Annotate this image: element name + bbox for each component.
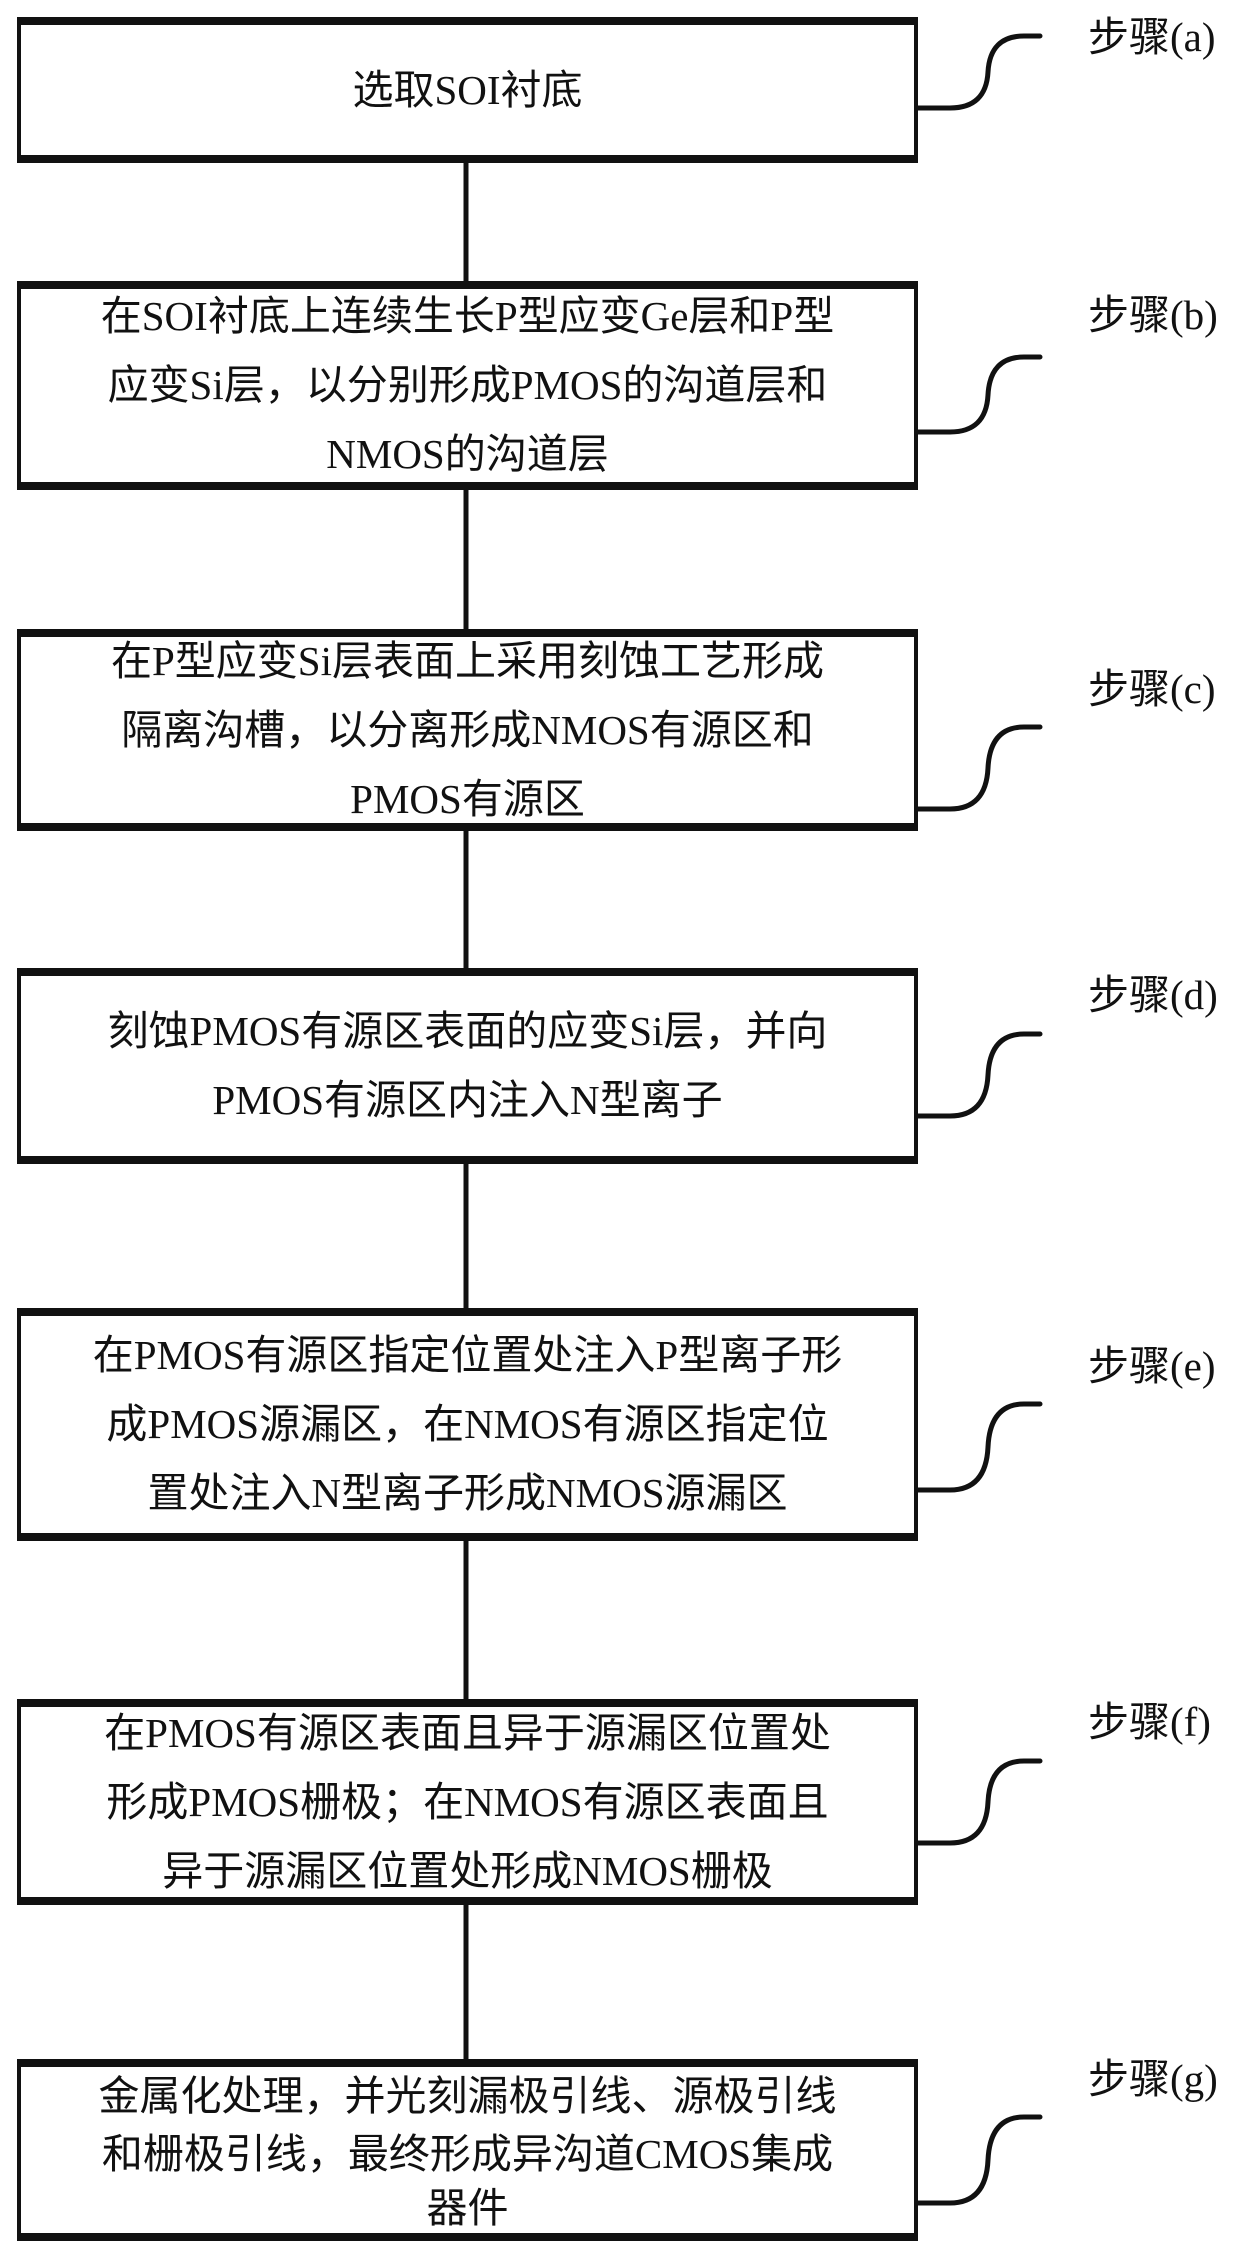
brace-g xyxy=(915,2114,1043,2206)
step-g-box: 金属化处理，并光刻漏极引线、源极引线 和栅极引线，最终形成异沟道CMOS集成 器… xyxy=(17,2059,918,2241)
step-text-line: 和栅极引线，最终形成异沟道CMOS集成 xyxy=(101,2131,834,2177)
step-text-line: 在PMOS有源区指定位置处注入P型离子形 xyxy=(92,1332,843,1378)
step-text-line: PMOS有源区 xyxy=(350,775,585,822)
brace-b xyxy=(915,354,1043,435)
step-f-box: 在PMOS有源区表面且异于源漏区位置处 形成PMOS栅极；在NMOS有源区表面且… xyxy=(17,1699,918,1905)
step-text-line: 在PMOS有源区表面且异于源漏区位置处 xyxy=(104,1709,831,1756)
brace-d xyxy=(915,1031,1043,1119)
step-text-line: 在P型应变Si层表面上采用刻蚀工艺形成 xyxy=(111,637,824,684)
step-b-label: 步骤(b) xyxy=(1088,292,1218,338)
brace-e xyxy=(915,1401,1043,1493)
brace-f xyxy=(915,1758,1043,1846)
step-b-box: 在SOI衬底上连续生长P型应变Ge层和P型 应变Si层，以分别形成PMOS的沟道… xyxy=(17,281,918,490)
step-e-label: 步骤(e) xyxy=(1088,1343,1216,1389)
step-d-box: 刻蚀PMOS有源区表面的应变Si层，并向 PMOS有源区内注入N型离子 xyxy=(17,968,918,1164)
brace-a xyxy=(915,33,1043,111)
step-e-box: 在PMOS有源区指定位置处注入P型离子形 成PMOS源漏区，在NMOS有源区指定… xyxy=(17,1308,918,1541)
step-text-line: 隔离沟槽，以分离形成NMOS有源区和 xyxy=(121,706,814,753)
step-a-label: 步骤(a) xyxy=(1088,14,1216,60)
step-d-label: 步骤(d) xyxy=(1088,972,1218,1018)
brace-c xyxy=(915,724,1043,812)
step-g-label: 步骤(g) xyxy=(1088,2056,1218,2102)
step-text-line: 应变Si层，以分别形成PMOS的沟道层和 xyxy=(107,362,828,408)
step-text-line: 金属化处理，并光刻漏极引线、源极引线 xyxy=(98,2073,837,2119)
step-c-label: 步骤(c) xyxy=(1088,666,1216,712)
step-text-line: 选取SOI衬底 xyxy=(352,66,583,113)
step-text-line: NMOS的沟道层 xyxy=(326,431,609,477)
step-text-line: 形成PMOS栅极；在NMOS有源区表面且 xyxy=(106,1778,829,1825)
step-text-line: 刻蚀PMOS有源区表面的应变Si层，并向 xyxy=(107,1008,828,1054)
step-text-line: 器件 xyxy=(426,2185,509,2231)
step-text-line: 在SOI衬底上连续生长P型应变Ge层和P型 xyxy=(100,293,835,339)
step-a-box: 选取SOI衬底 xyxy=(17,17,918,163)
step-text-line: 成PMOS源漏区，在NMOS有源区指定位 xyxy=(106,1401,829,1447)
step-c-box: 在P型应变Si层表面上采用刻蚀工艺形成 隔离沟槽，以分离形成NMOS有源区和 P… xyxy=(17,629,918,831)
step-text-line: PMOS有源区内注入N型离子 xyxy=(212,1077,723,1123)
step-f-label: 步骤(f) xyxy=(1088,1699,1211,1745)
step-text-line: 置处注入N型离子形成NMOS源漏区 xyxy=(147,1470,788,1516)
step-text-line: 异于源漏区位置处形成NMOS栅极 xyxy=(162,1847,773,1894)
